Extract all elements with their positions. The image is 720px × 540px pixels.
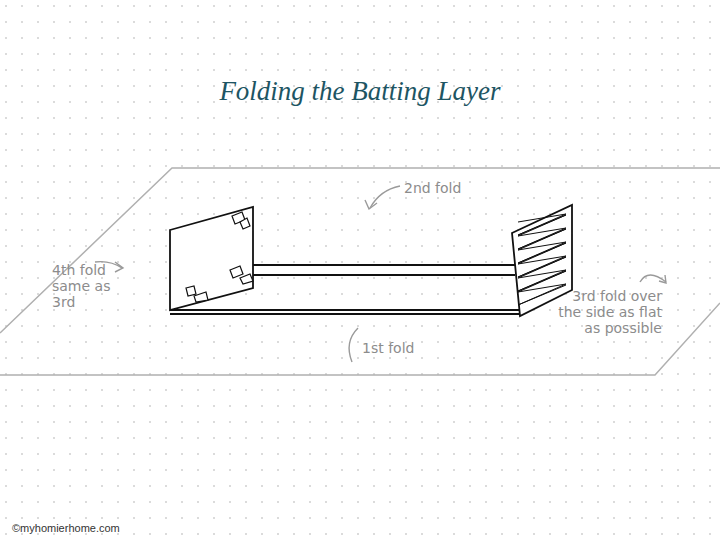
fold-note: 4th fold same as 3rd: [52, 262, 134, 310]
fold-arrows: [95, 186, 666, 362]
fold-note: 2nd fold: [404, 180, 514, 196]
tape-pieces: [186, 212, 253, 302]
right-panel: [512, 205, 572, 316]
copyright-watermark: ©myhomierhome.com: [12, 522, 212, 534]
panel-hatching: [518, 214, 566, 305]
fold-note: 3rd fold over the side as flat as possib…: [552, 288, 662, 336]
fold-note: 1st fold: [362, 340, 442, 356]
diagram-title: Folding the Batting Layer: [219, 76, 500, 107]
base-strip: [170, 265, 520, 314]
left-panel: [170, 207, 253, 310]
